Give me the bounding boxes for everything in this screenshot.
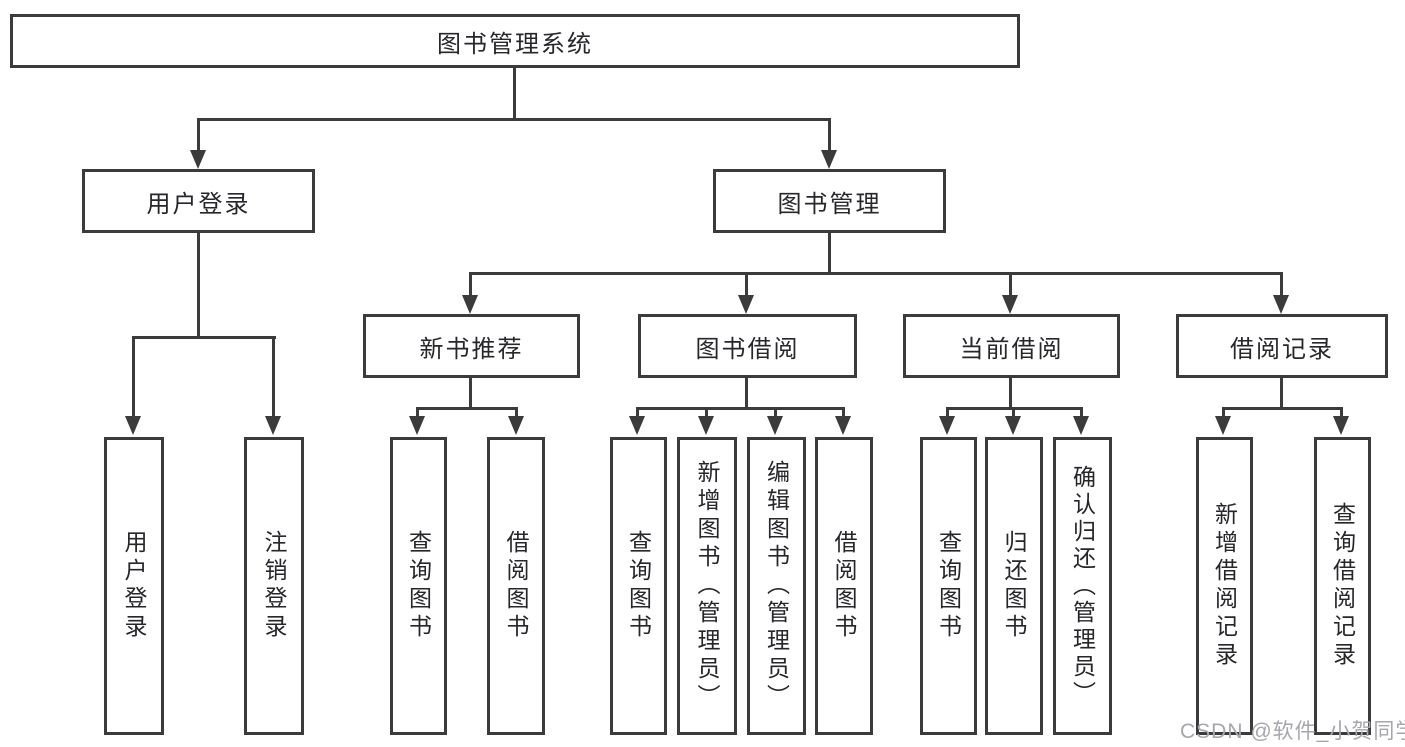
arrow-line-g0-c1 <box>515 409 518 419</box>
arrow-head-to-login <box>190 150 206 169</box>
node-book-management: 图书管理 <box>713 169 946 233</box>
leaf-current-return-books-label: 归还图书 <box>1001 530 1027 642</box>
leaf-borrow-query-books: 查询图书 <box>610 437 667 735</box>
node-new-book-recommend-label: 新书推荐 <box>419 335 524 363</box>
arrow-head-login-child-1 <box>265 416 281 435</box>
arrow-head-group-2 <box>1002 295 1018 314</box>
arrow-head-g2-c1 <box>1005 416 1021 435</box>
arrow-head-login-child-0 <box>125 416 141 435</box>
node-user-login: 用户登录 <box>82 169 315 233</box>
leaf-logout-label: 注销登录 <box>261 530 287 642</box>
arrow-line-group-1 <box>745 274 748 296</box>
arrow-line-g1-c3 <box>842 409 845 419</box>
connector-root-branch <box>197 118 831 121</box>
connector-group-0-stem <box>469 378 472 409</box>
leaf-logout: 注销登录 <box>244 437 304 735</box>
leaf-user-login-label: 用户登录 <box>121 530 147 642</box>
arrow-head-g1-c1 <box>698 416 714 435</box>
arrow-head-to-management <box>821 150 837 169</box>
arrow-line-to-management <box>828 120 831 154</box>
leaf-borrow-add-books-admin: 新增图书（管理员） <box>677 437 737 735</box>
arrow-line-to-login <box>197 120 200 154</box>
leaf-borrow-borrow-books: 借阅图书 <box>815 437 873 735</box>
leaf-borrow-borrow-books-label: 借阅图书 <box>831 530 857 642</box>
connector-group-3-stem <box>1280 378 1283 409</box>
arrow-line-group-3 <box>1280 274 1283 296</box>
leaf-recommend-borrow-books: 借阅图书 <box>487 437 545 735</box>
arrow-line-login-child-1 <box>272 338 275 420</box>
node-book-management-label: 图书管理 <box>777 190 882 218</box>
arrow-head-g1-c3 <box>835 416 851 435</box>
connector-root-stem <box>513 68 516 120</box>
arrow-head-g3-c1 <box>1333 416 1349 435</box>
node-root-label: 图书管理系统 <box>437 30 593 58</box>
arrow-line-group-2 <box>1009 274 1012 296</box>
leaf-recommend-query-books-label: 查询图书 <box>405 530 432 642</box>
leaf-recommend-borrow-books-label: 借阅图书 <box>503 530 529 642</box>
node-root-system: 图书管理系统 <box>10 14 1020 68</box>
arrow-head-g0-c1 <box>508 416 524 435</box>
arrow-head-g1-c2 <box>767 416 783 435</box>
node-current-borrow: 当前借阅 <box>903 314 1120 378</box>
connector-group-2-branch <box>946 407 1083 410</box>
node-user-login-label: 用户登录 <box>146 190 251 218</box>
arrow-line-g1-c2 <box>774 409 777 419</box>
connector-group-1-stem <box>745 378 748 409</box>
node-book-borrow: 图书借阅 <box>638 314 857 378</box>
leaf-records-add-record-label: 新增借阅记录 <box>1211 502 1238 670</box>
arrow-line-g1-c1 <box>705 409 708 419</box>
leaf-current-query-books-label: 查询图书 <box>935 530 962 642</box>
connector-login-stem <box>197 233 200 339</box>
arrow-line-g3-c1 <box>1340 409 1343 419</box>
arrow-line-group-0 <box>469 274 472 296</box>
arrow-head-g1-c0 <box>629 416 645 435</box>
connector-group-3-branch <box>1222 407 1343 410</box>
leaf-current-return-books: 归还图书 <box>985 437 1043 735</box>
arrow-head-g0-c0 <box>409 416 425 435</box>
csdn-watermark: CSDN @软件_小贺同学 <box>1180 720 1405 743</box>
arrow-line-g2-c2 <box>1080 409 1083 419</box>
arrow-line-g2-c1 <box>1012 409 1015 419</box>
leaf-records-query-record: 查询借阅记录 <box>1314 437 1371 735</box>
node-book-borrow-label: 图书借阅 <box>695 335 800 363</box>
leaf-user-login: 用户登录 <box>104 437 164 735</box>
node-borrow-records: 借阅记录 <box>1176 314 1388 378</box>
connector-management-branch <box>469 272 1283 275</box>
connector-management-stem <box>828 233 831 274</box>
arrow-head-group-0 <box>462 295 478 314</box>
connector-group-0-branch <box>416 407 518 410</box>
connector-group-1-branch <box>636 407 845 410</box>
node-borrow-records-label: 借阅记录 <box>1230 335 1334 363</box>
arrow-line-g2-c0 <box>946 409 949 419</box>
leaf-current-confirm-return-admin-label: 确认归还（管理员） <box>1069 464 1096 708</box>
leaf-recommend-query-books: 查询图书 <box>390 437 447 735</box>
arrow-line-g3-c0 <box>1222 409 1225 419</box>
arrow-head-g3-c0 <box>1215 416 1231 435</box>
leaf-borrow-edit-books-admin: 编辑图书（管理员） <box>747 437 806 735</box>
arrow-line-g1-c0 <box>636 409 639 419</box>
connector-group-2-stem <box>1009 378 1012 409</box>
arrow-line-g0-c0 <box>416 409 419 419</box>
leaf-borrow-add-books-admin-label: 新增图书（管理员） <box>694 460 720 712</box>
leaf-borrow-edit-books-admin-label: 编辑图书（管理员） <box>763 460 790 712</box>
node-new-book-recommend: 新书推荐 <box>363 314 580 378</box>
arrow-head-g2-c0 <box>939 416 955 435</box>
leaf-records-add-record: 新增借阅记录 <box>1196 437 1253 735</box>
arrow-head-group-1 <box>738 295 754 314</box>
leaf-current-query-books: 查询图书 <box>920 437 977 735</box>
arrow-head-g2-c2 <box>1073 416 1089 435</box>
connector-login-branch <box>132 336 276 339</box>
leaf-current-confirm-return-admin: 确认归还（管理员） <box>1053 437 1112 735</box>
arrow-line-login-child-0 <box>132 338 135 420</box>
leaf-borrow-query-books-label: 查询图书 <box>625 530 652 642</box>
arrow-head-group-3 <box>1273 295 1289 314</box>
node-current-borrow-label: 当前借阅 <box>959 335 1064 363</box>
leaf-records-query-record-label: 查询借阅记录 <box>1329 502 1356 670</box>
